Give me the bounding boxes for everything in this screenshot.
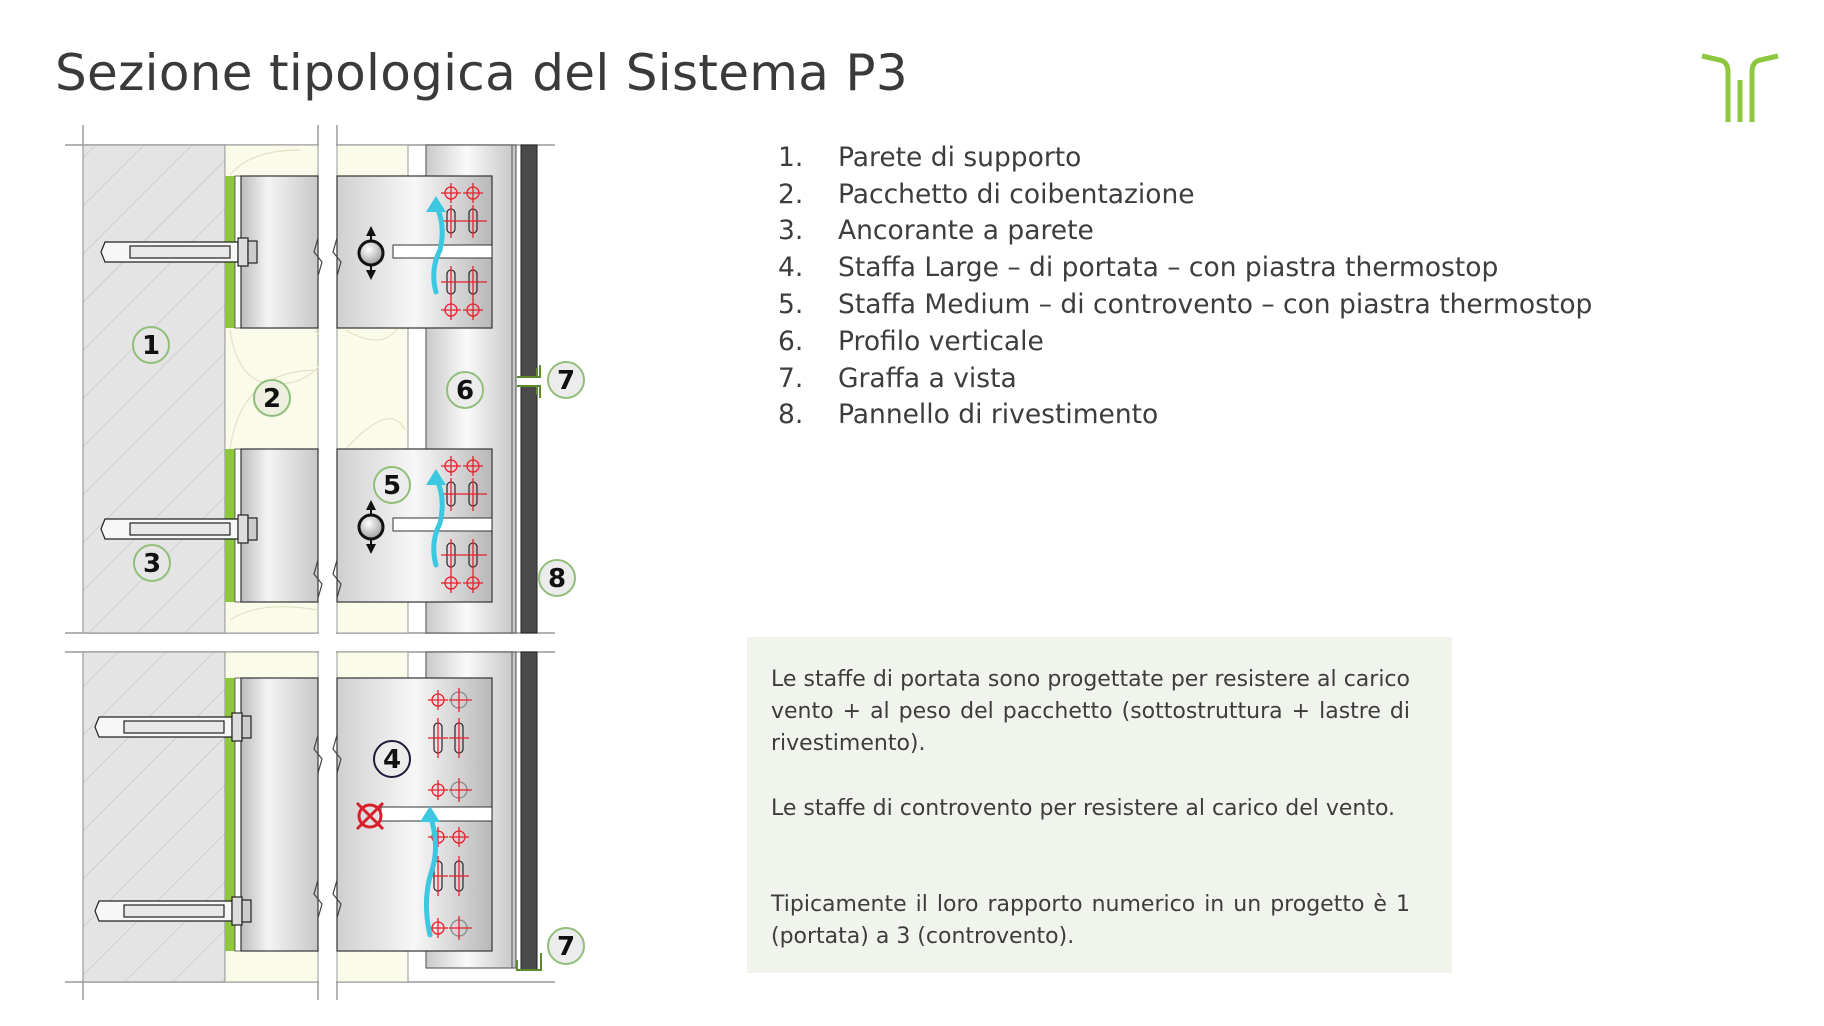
legend-item: 5.Staffa Medium – di controvento – con p… (778, 289, 1593, 321)
svg-text:5: 5 (383, 471, 401, 501)
badge-4: 4 (373, 740, 411, 778)
section-diagram: 1 2 3 4 5 6 7 7 8 (60, 125, 585, 1000)
component-legend: 1.Parete di supporto 2.Pacchetto di coib… (778, 139, 1592, 433)
legend-item: 1.Parete di supporto (778, 141, 1082, 173)
badge-8: 8 (538, 559, 576, 597)
fixed-point-icon (355, 801, 385, 831)
legend-item: 3.Ancorante a parete (778, 215, 1094, 247)
badge-7-lower: 7 (547, 927, 585, 965)
visible-clip (517, 365, 541, 398)
bolt-markings (428, 183, 488, 940)
svg-text:7: 7 (557, 366, 575, 396)
svg-text:3: 3 (143, 549, 161, 579)
badge-7-upper: 7 (547, 361, 585, 399)
badge-6: 6 (446, 371, 484, 409)
svg-text:6: 6 (456, 376, 474, 406)
note-paragraph-ratio: Tipicamente il loro rapporto numerico in… (771, 892, 1410, 949)
badge-5: 5 (373, 466, 411, 504)
legend-item: 6.Profilo verticale (778, 325, 1044, 357)
badge-3: 3 (133, 544, 171, 582)
legend-item: 7.Graffa a vista (778, 362, 1017, 394)
wall-anchors (94, 237, 258, 926)
badge-2: 2 (253, 379, 291, 417)
legend-item: 4.Staffa Large – di portata – con piastr… (778, 252, 1499, 284)
legend-item: 8.Pannello di rivestimento (778, 399, 1159, 431)
badge-1: 1 (132, 326, 170, 364)
airflow-arrow-icon (423, 202, 445, 938)
brand-logo-icon (1701, 53, 1779, 122)
svg-text:7: 7 (557, 932, 575, 962)
page-title: Sezione tipologica del Sistema P3 (55, 44, 908, 102)
note-paragraph-controvento: Le staffe di controvento per resistere a… (771, 796, 1396, 821)
svg-text:4: 4 (383, 745, 401, 775)
svg-text:8: 8 (548, 564, 566, 594)
svg-text:2: 2 (263, 384, 281, 414)
bracket-large (240, 677, 319, 952)
note-paragraph-portata: Le staffe di portata sono progettate per… (771, 667, 1410, 756)
svg-text:1: 1 (142, 331, 160, 361)
info-note-box: Le staffe di portata sono progettate per… (747, 637, 1452, 973)
legend-item: 2.Pacchetto di coibentazione (778, 178, 1195, 210)
cladding-panel (520, 144, 538, 378)
